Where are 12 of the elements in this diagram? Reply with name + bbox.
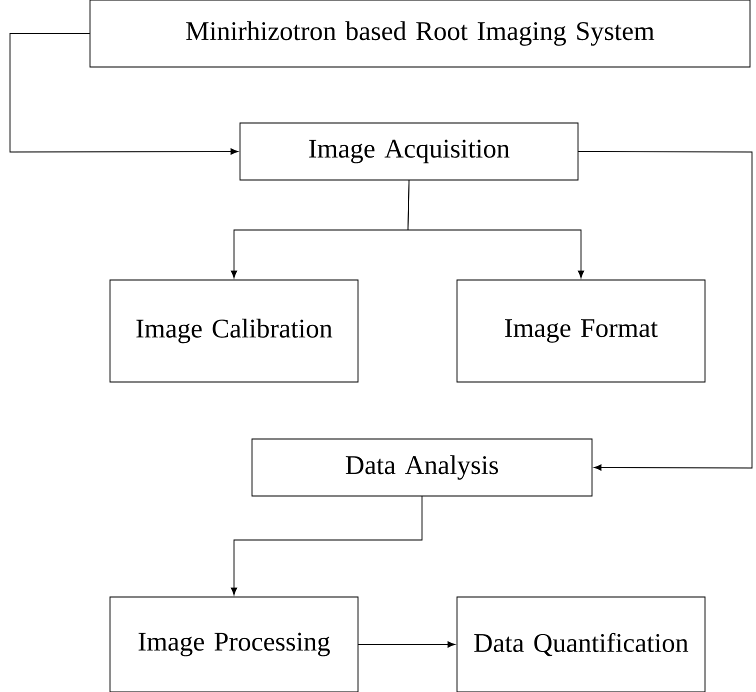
process-box: Minirhizotron based Root Imaging System bbox=[90, 0, 750, 68]
arrow bbox=[10, 33, 238, 155]
arrow bbox=[578, 151, 752, 471]
process-box: Image Acquisition bbox=[240, 122, 578, 180]
arrow bbox=[230, 496, 422, 596]
process-box: Data Analysis bbox=[252, 438, 592, 496]
arrow bbox=[358, 641, 456, 648]
process-box: Image Format bbox=[456, 280, 706, 382]
arrow bbox=[408, 180, 584, 278]
process-box: Image Processing bbox=[110, 596, 358, 692]
process-box: Data Quantification bbox=[456, 596, 706, 692]
process-box: Image Calibration bbox=[110, 280, 358, 382]
